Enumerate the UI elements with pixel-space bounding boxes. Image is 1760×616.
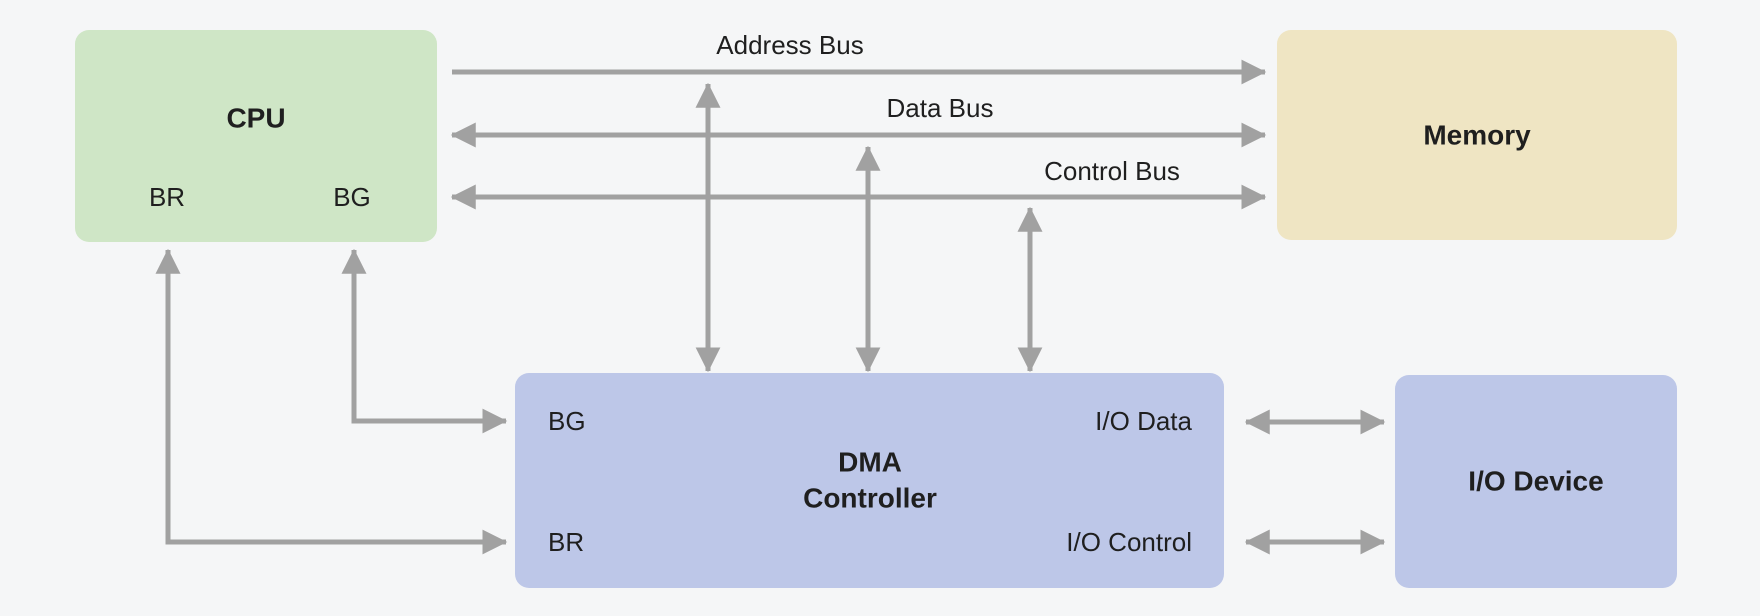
memory-label: Memory [1423, 120, 1531, 151]
cpu-port-bg-label: BG [333, 182, 371, 212]
dma-port-br-label: BR [548, 527, 584, 557]
dma-title-line2: Controller [803, 483, 937, 514]
dma-port-io-control-label: I/O Control [1066, 527, 1192, 557]
dma-port-io-data-label: I/O Data [1095, 406, 1192, 436]
bus-request-connector [155, 248, 508, 555]
cpu-block [75, 30, 437, 242]
control-bus-label: Control Bus [1044, 156, 1180, 186]
cpu-port-br-label: BR [149, 182, 185, 212]
address-bus-label: Address Bus [716, 30, 863, 60]
cpu-label: CPU [226, 103, 285, 134]
memory-block [1277, 30, 1677, 240]
io-device-block [1395, 375, 1677, 588]
data-bus-label: Data Bus [887, 93, 994, 123]
dma-controller-block [515, 373, 1224, 588]
io-device-label: I/O Device [1468, 466, 1603, 497]
dma-port-bg-label: BG [548, 406, 586, 436]
dma-title-line1: DMA [838, 447, 902, 478]
